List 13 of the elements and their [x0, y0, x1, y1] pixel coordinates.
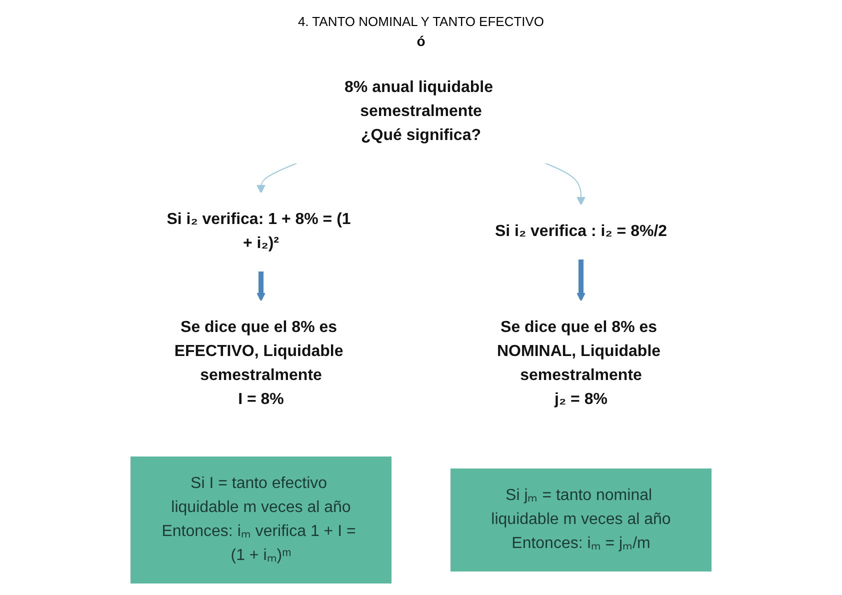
node-text: Si i₂ verifica : i₂ = 8%/2 — [494, 223, 668, 240]
arrow — [544, 162, 586, 206]
node-text: Se dice que el 8% es EFECTIVO, Liquidable semestralmente I = 8% — [174, 319, 344, 408]
arrow — [576, 259, 586, 302]
arrow — [256, 271, 266, 302]
node-text: Si i₂ verifica: 1 + 8% = (1 + i₂)² — [166, 211, 351, 252]
node-box: Si I = tanto efectivo liquidable m veces al año Entonces: iₘ verifica 1 + I = (1 + iₘ)ᵐ — [130, 456, 392, 584]
connector-word: ó — [416, 33, 426, 49]
arrow — [256, 162, 298, 194]
title: 4. TANTO NOMINAL Y TANTO EFECTIVO — [298, 14, 544, 29]
node-text: 8% anual liquidable semestralmente ¿Qué significa? — [344, 79, 494, 144]
node-box: Si jₘ = tanto nominal liquidable m veces al año Entonces: iₘ = jₘ/m — [450, 468, 712, 572]
node-text: Se dice que el 8% es NOMINAL, Liquidable semestralmente j₂ = 8% — [497, 319, 661, 408]
